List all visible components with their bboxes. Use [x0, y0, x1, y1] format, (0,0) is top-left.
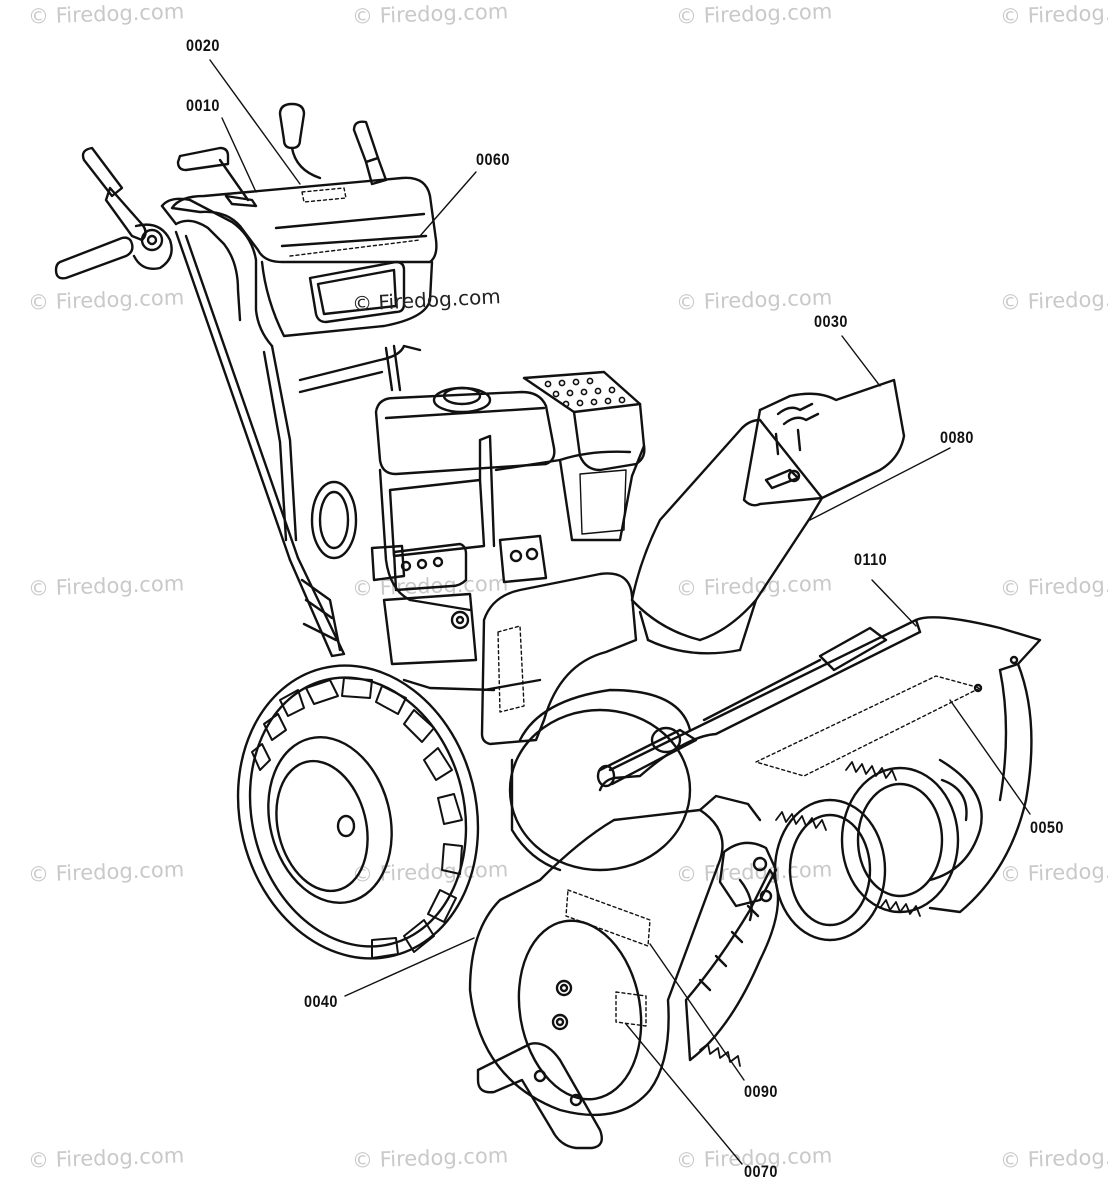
handle-assembly — [54, 120, 388, 658]
drive-shaft — [596, 626, 888, 788]
wheel — [236, 664, 480, 960]
leader-lines — [209, 59, 1031, 1165]
auger-housing — [468, 616, 1042, 1150]
callout-0110: 0110 — [854, 550, 888, 569]
callout-0090: 0090 — [744, 1082, 778, 1101]
callout-0010: 0010 — [186, 96, 220, 115]
callout-0050: 0050 — [1030, 818, 1064, 837]
callout-0080: 0080 — [940, 428, 974, 447]
discharge-chute — [630, 378, 906, 655]
callout-0060: 0060 — [476, 150, 510, 169]
engine — [370, 370, 646, 746]
callout-0030: 0030 — [814, 312, 848, 331]
callout-0070: 0070 — [744, 1162, 778, 1181]
augers — [684, 758, 983, 1067]
callout-0020: 0020 — [186, 36, 220, 55]
callout-0040: 0040 — [304, 992, 338, 1011]
frame — [262, 344, 422, 652]
control-panel — [170, 102, 438, 338]
